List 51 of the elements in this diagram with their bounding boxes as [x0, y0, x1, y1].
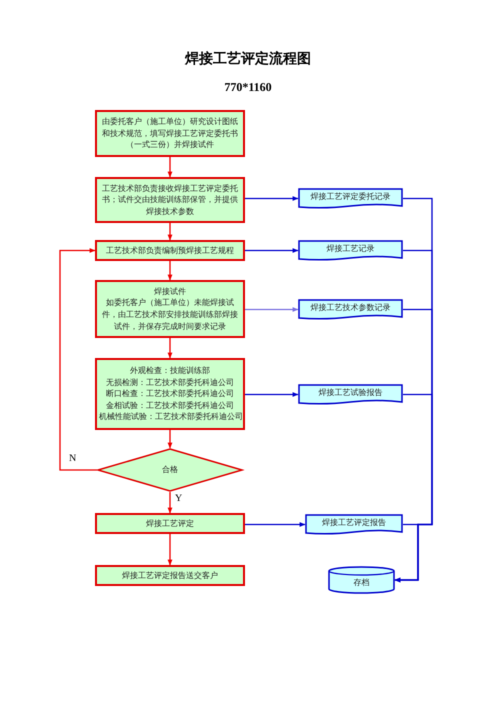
process-box	[95, 110, 245, 157]
box-text: 焊接工艺记录	[326, 243, 374, 255]
box-text: 焊接工艺评定报告	[322, 517, 386, 529]
box-text: 合格	[162, 464, 178, 476]
box-text: 断口检查：工艺技术部委托科迪公司	[106, 388, 234, 400]
box-text: 外观检查：技能训练部	[130, 365, 210, 377]
decision-diamond	[97, 448, 243, 492]
process-box	[95, 513, 245, 534]
box-text: 工艺技术部负责编制预焊接工艺规程	[106, 244, 234, 256]
document-box	[298, 299, 403, 320]
box-text: 焊接工艺试验报告	[318, 387, 382, 399]
arrow	[394, 524, 419, 582]
arrow	[245, 248, 299, 253]
box-text: 如委托客户（施工单位）未能焊接试件，由工艺技术部安排技能训练部焊接试件，并保存完成时间要求记录	[101, 297, 239, 332]
arrow	[168, 430, 172, 449]
arrow	[245, 196, 299, 201]
title: 焊接工艺评定流程图	[184, 50, 312, 68]
archive-cylinder	[328, 566, 395, 594]
arrow	[168, 261, 172, 281]
document-box	[298, 188, 403, 209]
arrow	[59, 248, 97, 471]
document-box	[305, 514, 403, 535]
subtitle: 770*1160	[223, 80, 273, 95]
document-box	[298, 240, 403, 261]
arrow	[245, 392, 299, 397]
arrow	[168, 492, 172, 514]
box-text: 焊接工艺评定委托记录	[310, 191, 390, 203]
box-text: 无损检测：工艺技术部委托科迪公司	[106, 376, 234, 388]
box-text: 工艺技术部负责接收焊接工艺评定委托书；试件交由技能训练部保管，并提供焊接技术参数	[101, 182, 239, 218]
box-text: 焊接工艺评定报告送交客户	[122, 570, 218, 582]
document-box	[298, 384, 403, 405]
arrow	[168, 534, 172, 566]
process-box	[95, 280, 245, 338]
process-box	[95, 358, 245, 430]
process-box	[95, 240, 245, 261]
arrow	[168, 157, 172, 178]
process-box	[95, 565, 245, 586]
edge-label: Y	[174, 493, 184, 504]
box-text: 存档	[354, 576, 370, 588]
box-text: 焊接工艺评定	[146, 518, 194, 530]
arrow	[168, 223, 172, 241]
box-text: 焊接试件	[154, 286, 186, 298]
arrow	[245, 307, 299, 312]
box-text: 焊接工艺技术参数记录	[310, 302, 390, 314]
arrow	[245, 522, 306, 527]
process-box	[95, 177, 245, 223]
arrow	[168, 338, 172, 359]
box-text: 机械性能试验：工艺技术部委托科迪公司	[99, 411, 241, 423]
box-text: 由委托客户（施工单位）研究设计图纸和技术规范，填写焊接工艺评定委托书（一式三份）并焊接试件	[101, 116, 239, 151]
edge-label: N	[68, 453, 78, 464]
box-text: 金相试验：工艺技术部委托科迪公司	[106, 400, 234, 412]
